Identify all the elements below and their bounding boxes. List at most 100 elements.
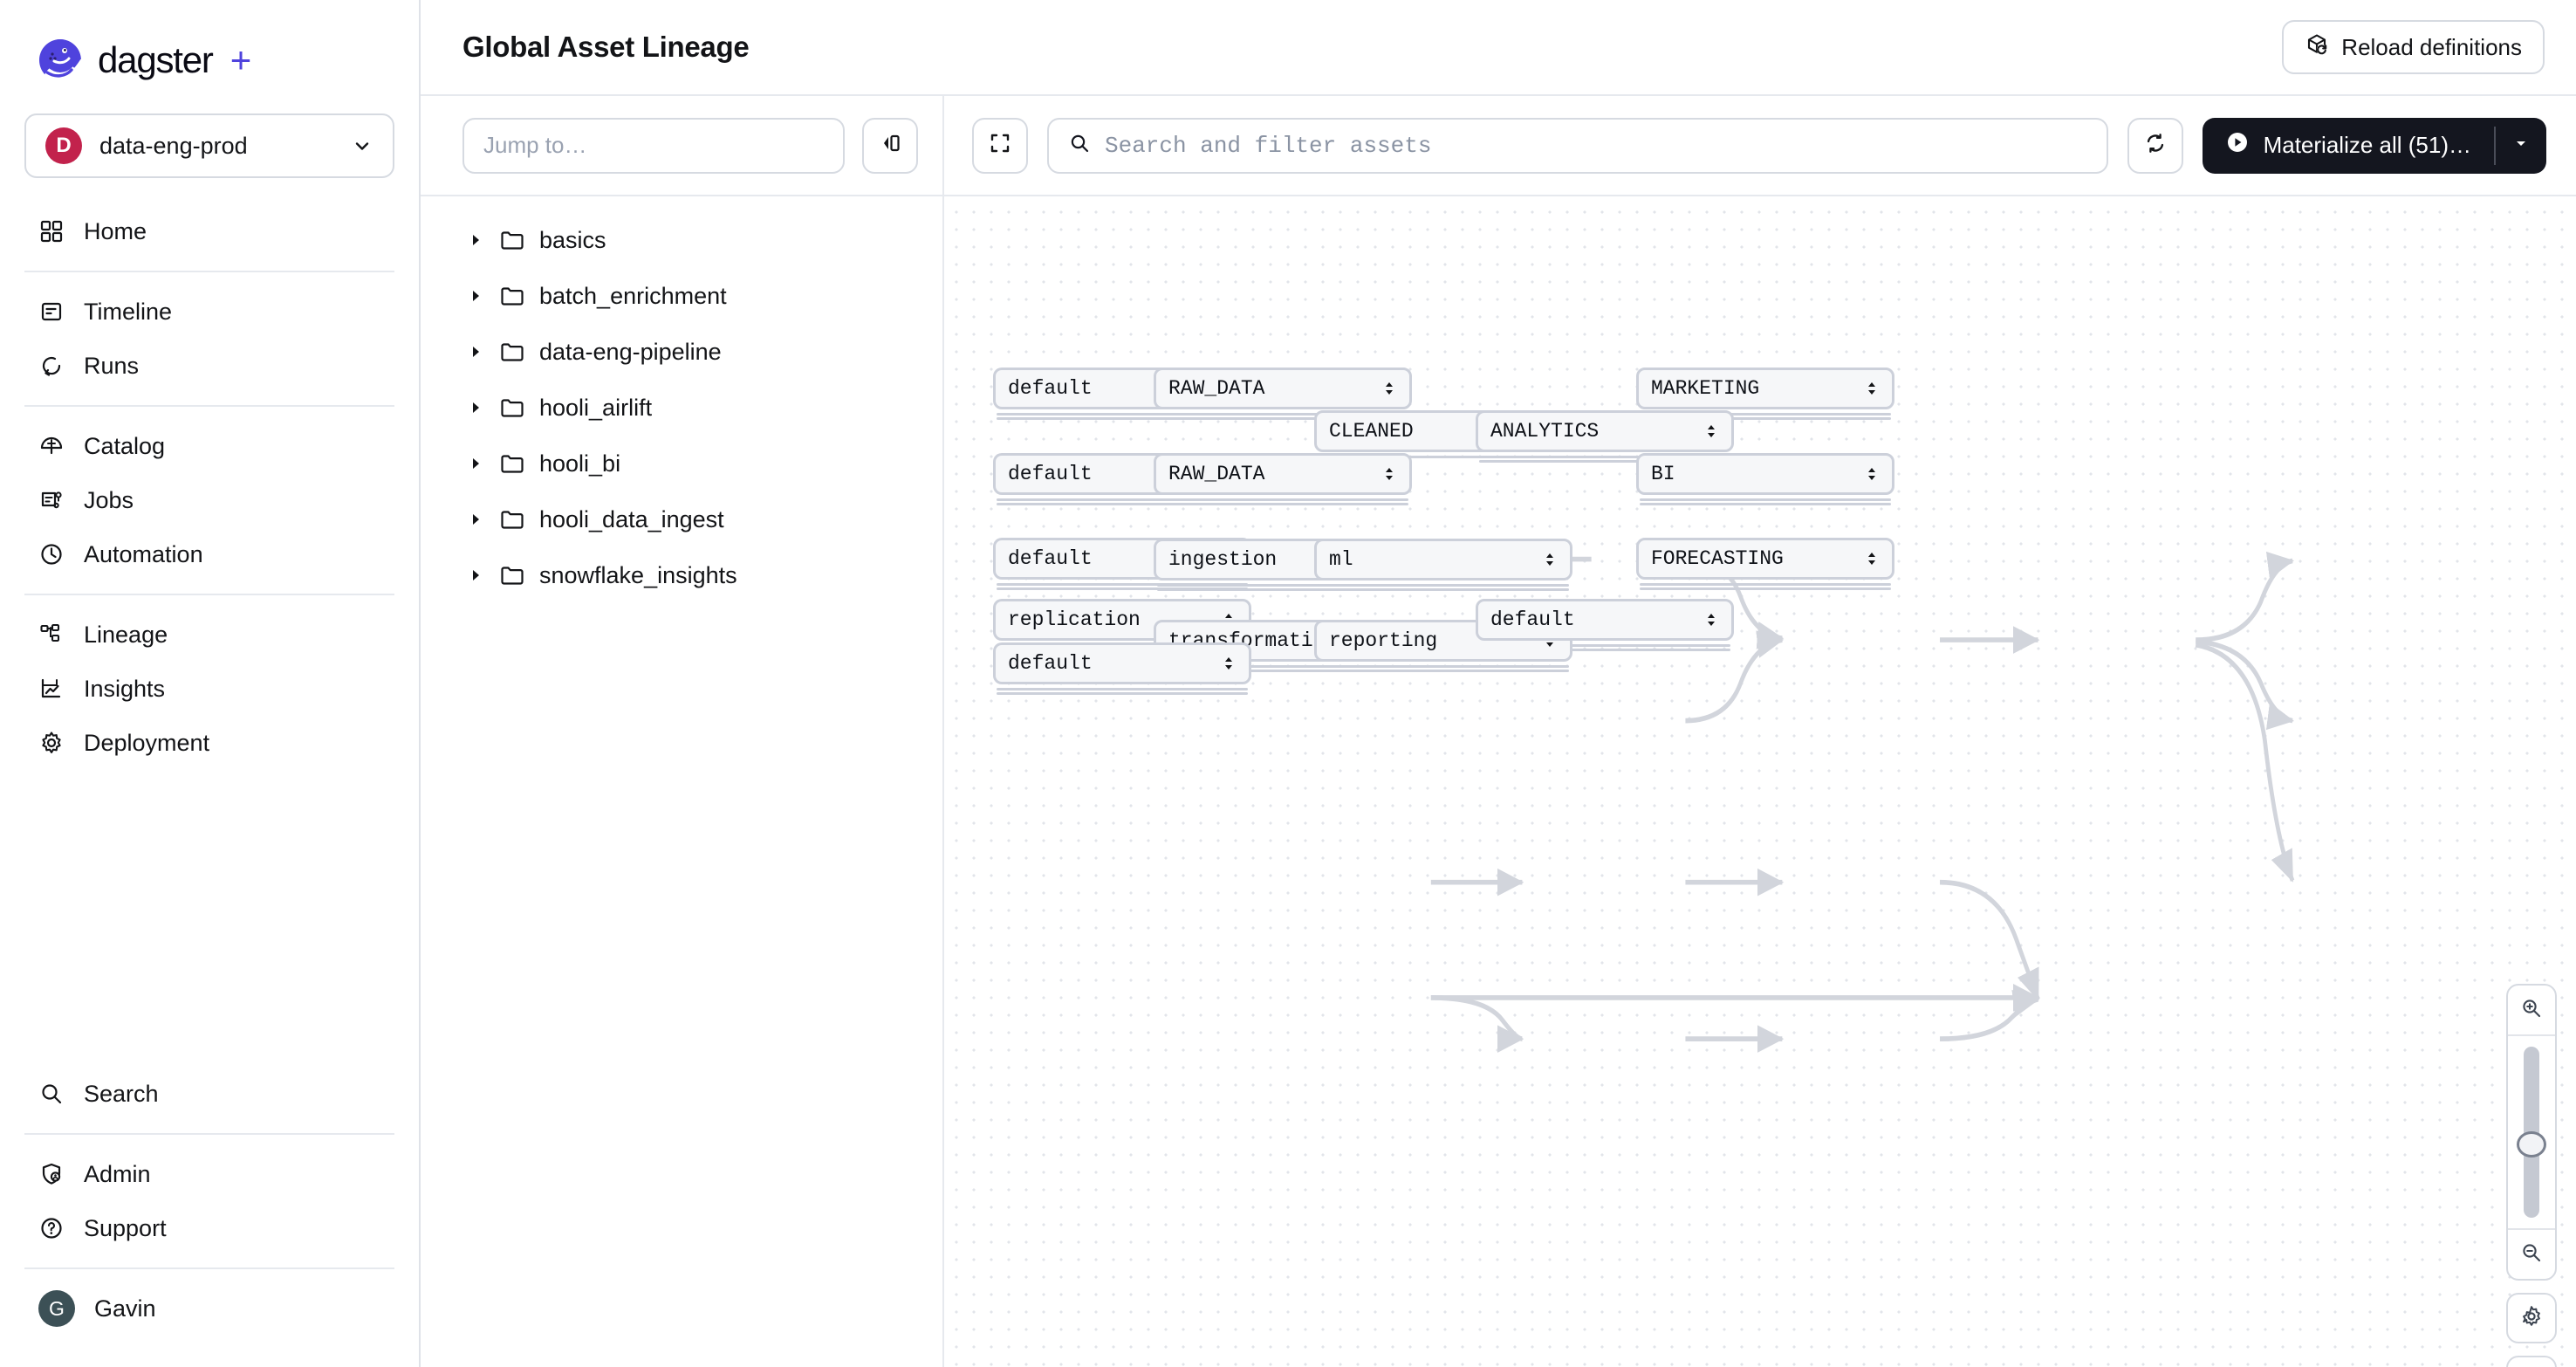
sidebar-item-runs[interactable]: Runs [24, 339, 394, 393]
graph-toolbar: Search and filter assets [421, 96, 2576, 196]
tree-item[interactable]: hooli_airlift [421, 380, 942, 436]
sidebar-item-support[interactable]: Support [24, 1201, 394, 1255]
asset-group-node[interactable]: BI [1636, 453, 1894, 495]
divider [2508, 1034, 2555, 1036]
sidebar-item-timeline[interactable]: Timeline [24, 285, 394, 339]
expand-collapse-icon[interactable] [1381, 463, 1397, 485]
asset-group-label: default [1008, 377, 1093, 400]
node-stack-shadow [997, 686, 1248, 695]
reload-definitions-label: Reload definitions [2341, 33, 2522, 60]
sidebar-item-lineage[interactable]: Lineage [24, 608, 394, 662]
materialize-options-button[interactable] [2496, 118, 2546, 174]
divider [24, 594, 394, 595]
lineage-canvas[interactable]: default RAW_DATA default RAW_DATA [944, 196, 2576, 1367]
nav-group-primary: Home [0, 204, 419, 258]
sidebar-item-label: Support [84, 1214, 167, 1241]
asset-group-label: BI [1651, 463, 1675, 485]
nav-group-search: Search [0, 1067, 419, 1121]
chevron-right-icon[interactable] [466, 398, 485, 417]
sidebar-item-insights[interactable]: Insights [24, 662, 394, 716]
sidebar-item-search[interactable]: Search [24, 1067, 394, 1121]
search-placeholder: Search and filter assets [1105, 132, 1432, 159]
grid-icon [38, 218, 65, 244]
search-assets-input[interactable]: Search and filter assets [1047, 117, 2108, 174]
nav-group-user: G Gavin [0, 1281, 419, 1336]
sidebar-item-admin[interactable]: Admin [24, 1147, 394, 1201]
asset-group-label: default [1008, 652, 1093, 675]
chevron-right-icon[interactable] [466, 286, 485, 306]
page-title: Global Asset Lineage [462, 31, 750, 63]
chevron-right-icon[interactable] [466, 230, 485, 250]
zoom-in-button[interactable] [2508, 986, 2555, 1034]
asset-group-node[interactable]: default [993, 642, 1251, 684]
graph-filters-button[interactable] [2506, 1356, 2557, 1367]
collapse-panel-button[interactable] [862, 117, 918, 174]
sidebar-item-automation[interactable]: Automation [24, 527, 394, 581]
expand-collapse-icon[interactable] [1381, 377, 1397, 400]
zoom-slider-thumb[interactable] [2517, 1131, 2546, 1157]
folder-icon [499, 283, 525, 309]
folder-icon [499, 395, 525, 421]
asset-group-node[interactable]: RAW_DATA [1154, 453, 1412, 495]
expand-collapse-icon[interactable] [1864, 377, 1880, 400]
sidebar-item-label: Automation [84, 540, 203, 567]
expand-collapse-icon[interactable] [1703, 608, 1719, 631]
sidebar-item-catalog[interactable]: Catalog [24, 419, 394, 473]
fullscreen-icon [987, 130, 1013, 161]
asset-group-node[interactable]: reporting [1314, 620, 1572, 662]
chevron-right-icon[interactable] [466, 342, 485, 361]
graph-settings-button[interactable] [2506, 1293, 2557, 1343]
nav-group-activity: Timeline Runs [0, 285, 419, 393]
sidebar-item-home[interactable]: Home [24, 204, 394, 258]
sidebar-item-user[interactable]: G Gavin [24, 1281, 394, 1336]
asset-group-node[interactable]: FORECASTING [1636, 538, 1894, 580]
tree-item[interactable]: hooli_data_ingest [421, 491, 942, 547]
refresh-button[interactable] [2127, 117, 2183, 174]
sidebar-item-deployment[interactable]: Deployment [24, 716, 394, 770]
node-stack-shadow [997, 497, 1248, 505]
asset-group-node[interactable]: MARKETING [1636, 368, 1894, 409]
materialize-all-button[interactable]: Materialize all (51)… [2202, 117, 2546, 174]
reload-definitions-button[interactable]: Reload definitions [2282, 20, 2545, 74]
zoom-out-button[interactable] [2508, 1230, 2555, 1279]
tree-item-label: hooli_data_ingest [539, 505, 724, 532]
nav-group-definitions: Catalog Jobs [0, 419, 419, 581]
node-stack-shadow [1318, 582, 1569, 591]
divider [24, 1133, 394, 1135]
tree-item[interactable]: data-eng-pipeline [421, 324, 942, 380]
tree-item[interactable]: snowflake_insights [421, 547, 942, 603]
tree-item[interactable]: basics [421, 212, 942, 268]
tree-item[interactable]: hooli_bi [421, 436, 942, 491]
expand-collapse-icon[interactable] [1703, 420, 1719, 443]
zoom-slider[interactable] [2508, 1036, 2555, 1228]
node-stack-shadow [1640, 411, 1891, 420]
page-header: Global Asset Lineage Reload definitions [421, 0, 2576, 96]
asset-group-node[interactable]: ANALYTICS [1476, 410, 1734, 452]
sidebar-spacer [0, 770, 419, 1067]
sidebar-item-jobs[interactable]: Jobs [24, 473, 394, 527]
expand-collapse-icon[interactable] [1221, 652, 1237, 675]
materialize-all-main[interactable]: Materialize all (51)… [2203, 118, 2494, 174]
asset-group-label: replication [1008, 608, 1141, 631]
chevron-right-icon[interactable] [466, 454, 485, 473]
cube-refresh-icon [2305, 32, 2329, 63]
jump-to-input[interactable] [462, 117, 845, 174]
asset-group-node[interactable]: default [1476, 599, 1734, 641]
chevron-down-icon [2511, 133, 2531, 158]
fullscreen-button[interactable] [972, 117, 1028, 174]
chevron-right-icon[interactable] [466, 566, 485, 585]
toolbar-left [421, 96, 944, 195]
expand-collapse-icon[interactable] [1864, 547, 1880, 570]
tree-item[interactable]: batch_enrichment [421, 268, 942, 324]
sidebar: dagster + D data-eng-prod [0, 0, 421, 1367]
insights-icon [38, 676, 65, 702]
asset-group-label: FORECASTING [1651, 547, 1784, 570]
asset-group-label: ingestion [1168, 548, 1278, 571]
expand-collapse-icon[interactable] [1542, 548, 1558, 571]
asset-group-node[interactable]: ml [1314, 539, 1572, 580]
expand-collapse-icon[interactable] [1864, 463, 1880, 485]
chevron-right-icon[interactable] [466, 510, 485, 529]
asset-group-node[interactable]: RAW_DATA [1154, 368, 1412, 409]
deployment-selector[interactable]: D data-eng-prod [24, 113, 394, 178]
brand[interactable]: dagster + [0, 0, 419, 110]
